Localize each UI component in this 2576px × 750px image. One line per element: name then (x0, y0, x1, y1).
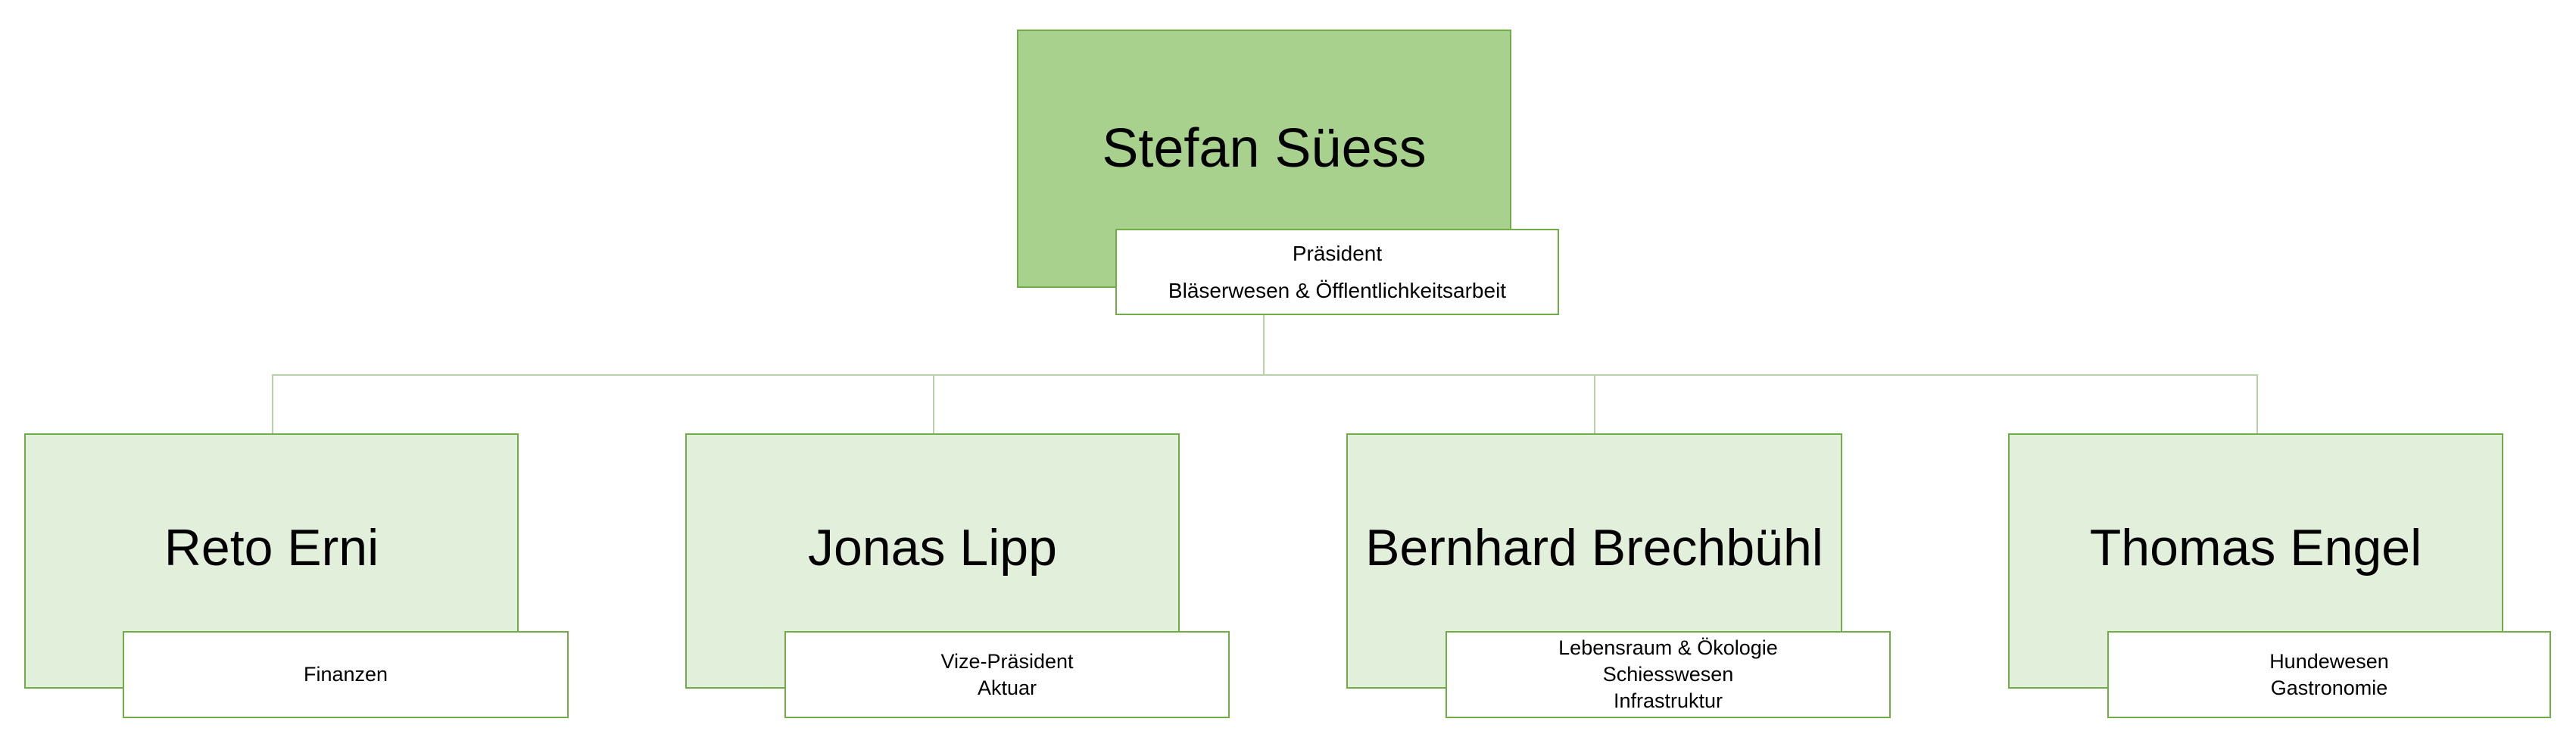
member-role: Gastronomie (2270, 676, 2388, 699)
connector-to-bernhard-brechbuehl (1594, 374, 1595, 433)
connector-to-thomas-engel (2256, 374, 2258, 433)
member-role-box-thomas-engel: Hundewesen Gastronomie (2107, 631, 2551, 718)
root-role-2: Bläserwesen & Öfflentlichkeitsarbeit (1168, 279, 1507, 302)
root-name: Stefan Süess (1102, 117, 1427, 179)
member-role-box-bernhard-brechbuehl: Lebensraum & Ökologie Schiesswesen Infra… (1445, 631, 1891, 718)
root-role-box: Präsident Bläserwesen & Öfflentlichkeits… (1115, 229, 1559, 315)
member-role-box-jonas-lipp: Vize-Präsident Aktuar (784, 631, 1230, 718)
member-role: Vize-Präsident (940, 649, 1074, 673)
member-role: Aktuar (977, 676, 1037, 699)
member-role: Lebensraum & Ökologie (1558, 636, 1778, 659)
member-name: Reto Erni (164, 518, 379, 577)
connector-to-jonas-lipp (933, 374, 934, 433)
member-name: Jonas Lipp (808, 518, 1057, 577)
member-role: Finanzen (303, 663, 388, 686)
member-name: Thomas Engel (2089, 518, 2422, 577)
member-role: Schiesswesen (1602, 663, 1734, 686)
root-vertical-connector (1263, 314, 1265, 376)
member-name: Bernhard Brechbühl (1365, 518, 1823, 577)
horizontal-connector (272, 374, 2258, 376)
connector-to-reto-erni (272, 374, 273, 433)
member-role-box-reto-erni: Finanzen (123, 631, 569, 718)
root-role-1: Präsident (1292, 242, 1383, 265)
member-role: Hundewesen (2269, 649, 2389, 673)
member-role: Infrastruktur (1613, 689, 1723, 712)
